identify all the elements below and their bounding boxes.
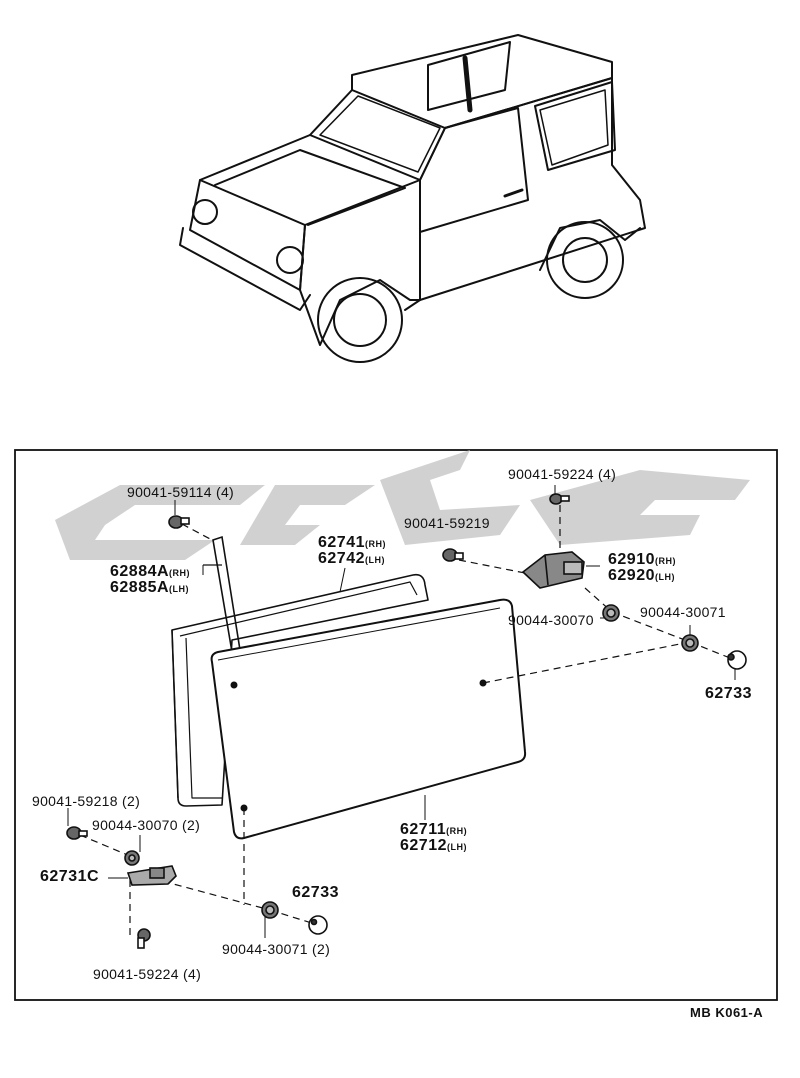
screw-90041-59114: [168, 515, 190, 529]
label-hinge-62920-lh: 62920(LH): [608, 567, 675, 584]
label-weatherstrip-lh: 62742(LH): [318, 550, 385, 567]
cap-62733-upper: [727, 650, 747, 670]
leader-lines: [67, 485, 736, 938]
grommet-90044-30071-upper: [681, 634, 699, 652]
hinge-62731c: [126, 865, 177, 886]
label-screw-90041-59218: 90041-59218 (2): [32, 793, 141, 809]
diagram-frame: [14, 449, 778, 1001]
label-grommet-90044-30071-lower: 90044-30071 (2): [222, 941, 331, 957]
label-grommet-90044-30070-lower: 90044-30070 (2): [92, 817, 201, 833]
label-screw-90041-59219: 90041-59219: [404, 515, 490, 531]
vehicle-illustration: [179, 34, 646, 363]
label-glass-lh: 62712(LH): [400, 837, 467, 854]
label-cap-62733-lower: 62733: [292, 884, 339, 901]
molding-62884a: [212, 535, 241, 653]
label-cap-62733-upper: 62733: [705, 685, 752, 702]
label-hinge-62910-rh: 62910(RH): [608, 551, 676, 568]
hinge-62910: [521, 551, 585, 589]
glass-panel-62711: [210, 598, 527, 840]
label-screw-90041-59224-lower: 90041-59224 (4): [93, 966, 202, 982]
screw-90041-59224-lower: [137, 928, 151, 949]
grommet-90044-30071-lower: [261, 901, 279, 919]
hardware-parts: [66, 493, 747, 949]
screw-90041-59219: [442, 548, 464, 562]
label-glass-rh: 62711(RH): [400, 821, 468, 838]
grommet-90044-30070-lower: [124, 850, 140, 866]
screw-90041-59218: [66, 826, 88, 840]
label-weatherstrip-rh: 62741(RH): [318, 534, 386, 551]
label-screw-90041-59114: 90041-59114 (4): [127, 484, 235, 500]
diagram-code: MB K061-A: [690, 1005, 764, 1020]
label-grommet-90044-30070-upper: 90044-30070: [508, 612, 594, 628]
label-molding-lh: 62885A(LH): [110, 579, 190, 596]
grommet-90044-30070-upper: [602, 604, 620, 622]
cap-62733-lower: [308, 915, 328, 935]
label-molding-rh: 62884A(RH): [110, 563, 191, 580]
label-hinge-62731c: 62731C: [40, 868, 100, 885]
weatherstrip-62741: [171, 573, 429, 807]
screw-90041-59224-upper: [549, 493, 570, 505]
watermark-logo: [55, 450, 750, 560]
label-screw-90041-59224-upper: 90041-59224 (4): [508, 466, 617, 482]
label-grommet-90044-30071-upper: 90044-30071: [640, 604, 726, 620]
